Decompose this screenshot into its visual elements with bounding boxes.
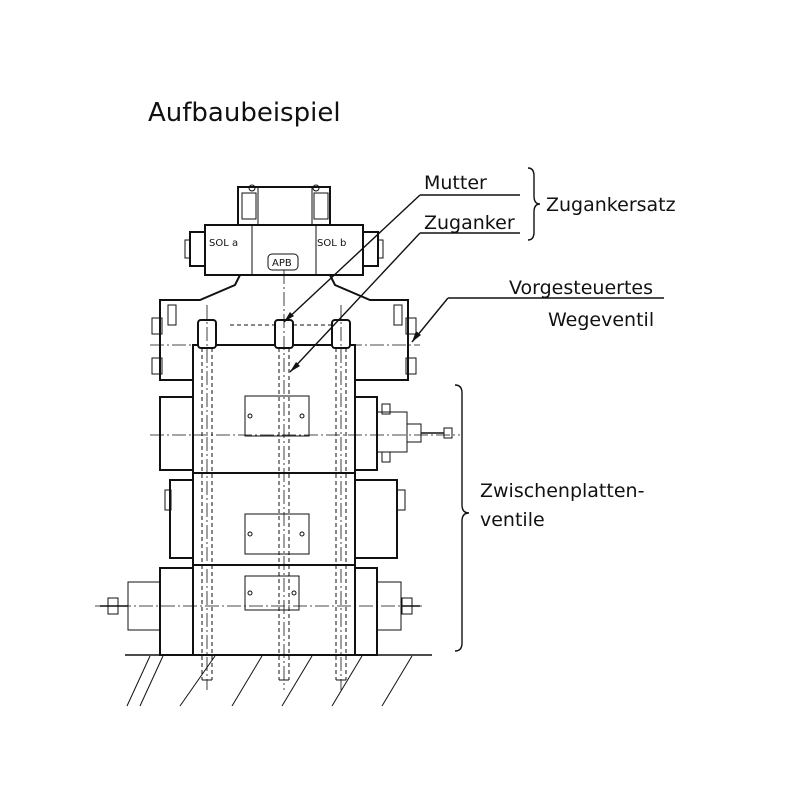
- label-ventile: ventile: [480, 509, 545, 531]
- callout-leaders: [283, 167, 664, 652]
- sandwich-plate-valves: [95, 344, 460, 656]
- label-wegeventil: Wegeventil: [548, 309, 654, 331]
- label-zwischenplatten: Zwischenplatten-: [480, 480, 644, 502]
- label-mutter: Mutter: [424, 172, 487, 194]
- label-zugankersatz: Zugankersatz: [546, 194, 676, 216]
- apb-label: APB: [272, 258, 292, 269]
- label-zuganker: Zuganker: [424, 212, 515, 234]
- sol-a-label: SOL a: [209, 238, 238, 249]
- base-ground: [125, 654, 432, 707]
- sol-b-label: SOL b: [317, 238, 346, 249]
- tie-rods: [197, 270, 351, 690]
- label-vorgesteuertes: Vorgesteuertes: [509, 277, 653, 299]
- page-title: Aufbaubeispiel: [148, 98, 341, 128]
